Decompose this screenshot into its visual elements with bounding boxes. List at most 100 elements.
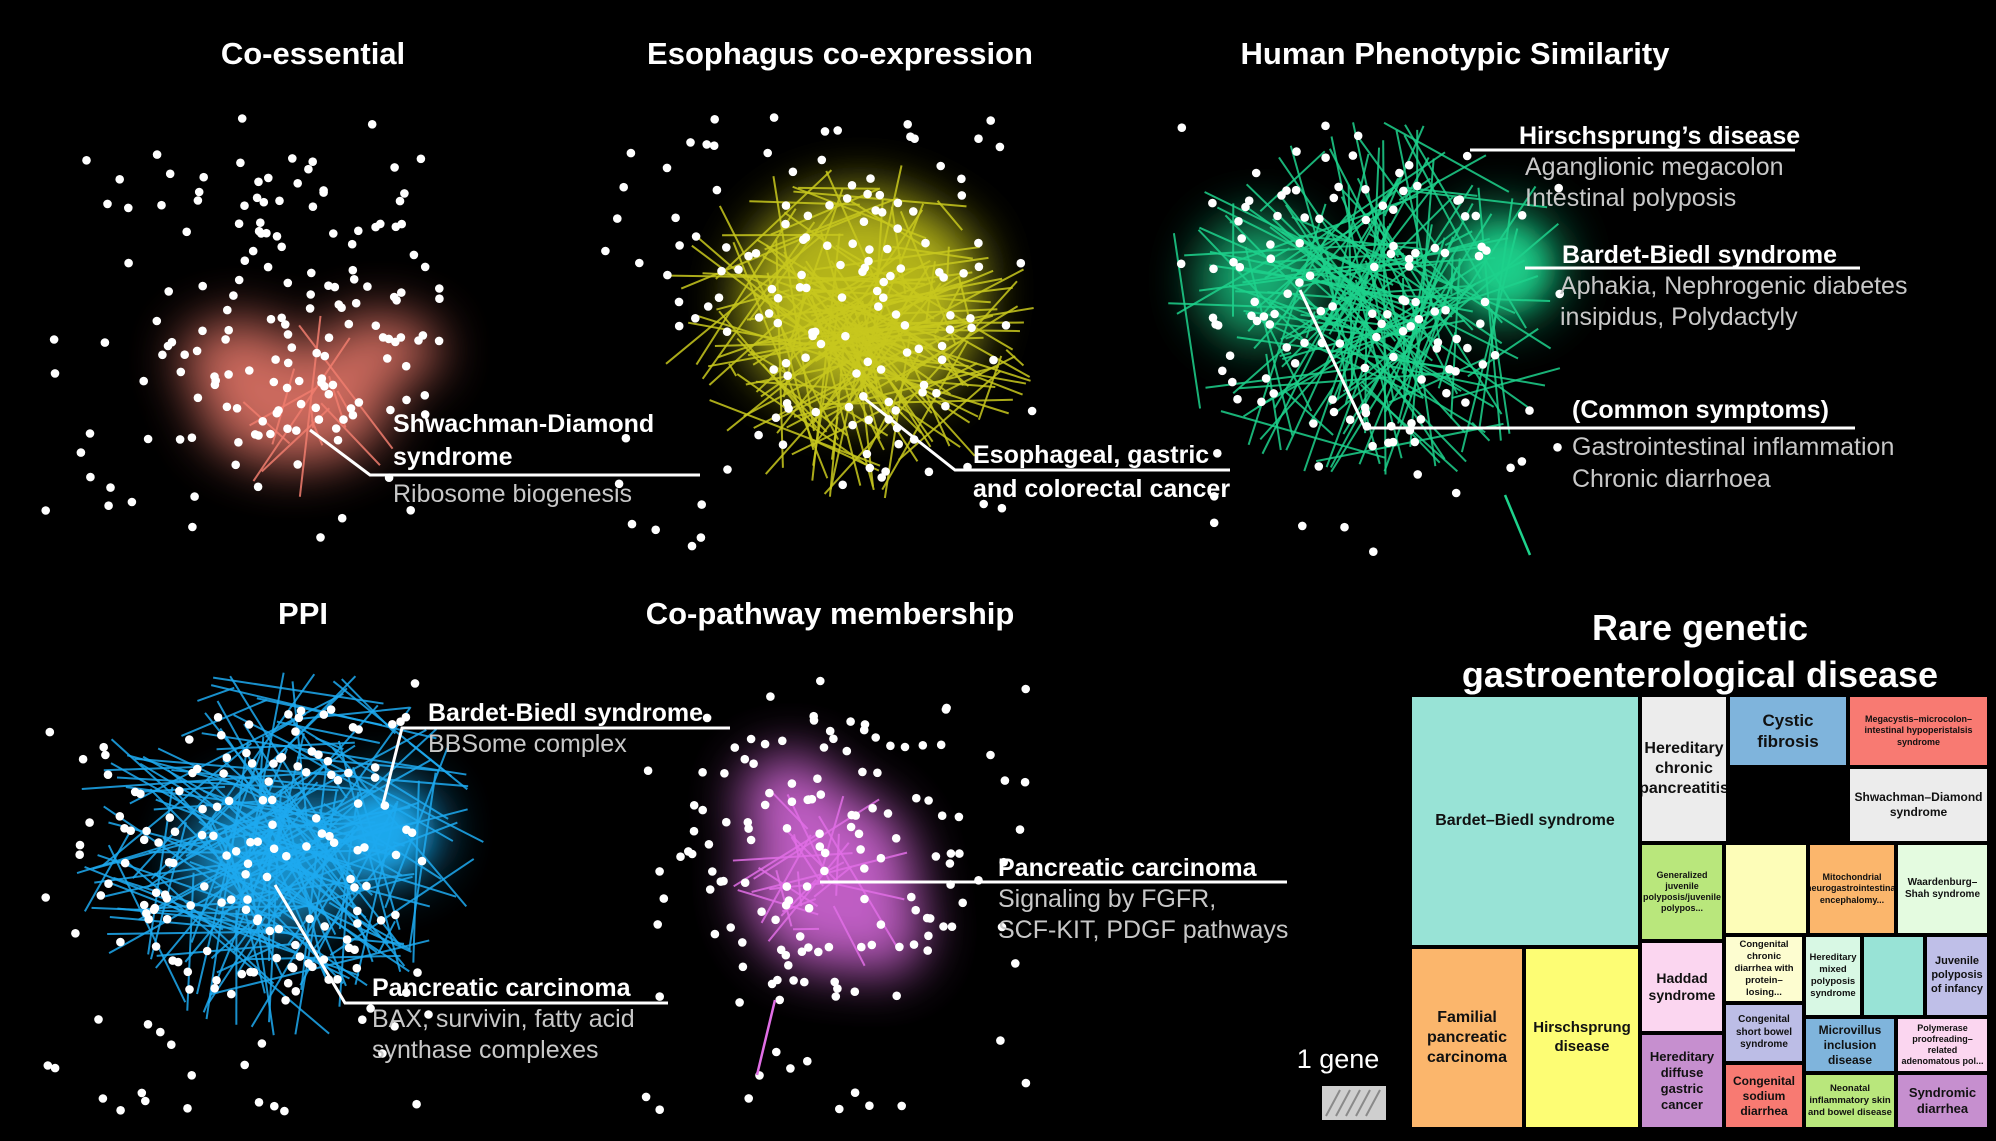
network-edge [298, 324, 394, 450]
gene-node [1430, 243, 1440, 253]
network-edge [244, 872, 415, 897]
network-edge [1450, 254, 1454, 294]
network-edge [1269, 226, 1367, 302]
gene-node [801, 353, 810, 363]
annotation-title: Esophageal, gastric [973, 441, 1209, 469]
gene-node [1261, 374, 1271, 383]
gene-node [333, 975, 342, 984]
gene-node [266, 314, 276, 324]
gene-node [1315, 214, 1324, 224]
gene-node [219, 769, 228, 778]
gene-node [1314, 462, 1324, 471]
gene-node [942, 703, 951, 713]
gene-node [1398, 326, 1408, 336]
gene-node [815, 829, 824, 838]
gene-node [1389, 352, 1398, 362]
network-edge [890, 206, 907, 295]
gene-node [1451, 488, 1461, 498]
gene-node [879, 293, 888, 303]
treemap-tile-label: Hereditary diffuse gastric cancer [1649, 1048, 1715, 1113]
panel-human-phenotypic-similarity: Human Phenotypic Similarity Hirschsprung… [1168, 36, 1907, 556]
gene-node [366, 1004, 375, 1013]
treemap-tile-label: Neonatal inflammatory skin and bowel dis… [1808, 1083, 1892, 1118]
gene-node [997, 922, 1007, 932]
network-edge [1245, 183, 1413, 346]
gene-node [1247, 311, 1256, 321]
gene-node [1334, 182, 1343, 192]
gene-node [871, 206, 880, 215]
network-edge [1308, 386, 1335, 425]
gene-node [864, 256, 873, 266]
gene-node [234, 438, 243, 447]
gene-node [1270, 309, 1279, 319]
gene-node [876, 853, 886, 863]
gene-node [778, 440, 788, 450]
gene-node [162, 894, 172, 903]
network-edge [781, 897, 817, 913]
gene-node [1433, 338, 1443, 347]
gene-node [802, 283, 811, 293]
gene-node [354, 725, 363, 734]
gene-node [846, 717, 855, 726]
gene-node [1295, 278, 1304, 287]
gene-node [416, 154, 426, 164]
gene-node [900, 321, 910, 330]
network-edge [1239, 371, 1454, 390]
network-edge [377, 920, 396, 954]
gene-node [185, 735, 194, 744]
gene-node [1266, 240, 1275, 249]
gene-node [339, 415, 348, 424]
gene-node [424, 1010, 433, 1019]
gene-node [1452, 334, 1461, 344]
gene-node [1329, 193, 1339, 203]
network-edge [239, 817, 355, 873]
gene-node [1234, 217, 1243, 226]
annotation-detail: Intestinal polyposis [1525, 184, 1736, 212]
gene-node [1265, 320, 1275, 329]
gene-node [662, 163, 672, 173]
network-edge [829, 165, 903, 490]
gene-node [314, 750, 323, 759]
panel-title: PPI [278, 596, 328, 631]
gene-node [867, 940, 877, 950]
gene-node [130, 787, 140, 797]
treemap-tile: Hereditary diffuse gastric cancer [1640, 1033, 1724, 1129]
gene-node [782, 882, 792, 891]
network-edge [299, 838, 406, 967]
gene-node [689, 826, 699, 836]
gene-node [803, 1056, 812, 1066]
gene-node [684, 847, 693, 856]
gene-node [252, 193, 262, 203]
gene-node [619, 182, 628, 192]
gene-node [45, 727, 55, 737]
gene-node [164, 858, 174, 867]
gene-node [262, 872, 272, 882]
gene-node [282, 851, 291, 861]
network-edge [208, 816, 264, 924]
network-edge [812, 328, 881, 424]
gene-node [296, 399, 306, 409]
gene-node [643, 766, 653, 775]
gene-node [283, 424, 292, 434]
gene-node [937, 811, 947, 820]
gene-node [333, 775, 343, 785]
network-edge [1245, 312, 1423, 399]
gene-node [782, 399, 792, 408]
gene-node [723, 465, 732, 474]
network-edge [737, 889, 819, 916]
gene-node [1282, 343, 1291, 352]
annotation-bardet-biedl-ppi: Bardet-Biedl syndrome BBSome complex [428, 699, 703, 758]
gene-node [865, 463, 875, 473]
gene-node [281, 996, 290, 1005]
gene-node [1225, 351, 1235, 361]
gene-node [696, 533, 706, 542]
gene-node [75, 850, 84, 859]
gene-node [50, 369, 60, 378]
gene-node [293, 762, 303, 771]
annotation-detail: SCF-KIT, PDGF pathways [998, 916, 1288, 944]
gene-node [258, 417, 268, 426]
gene-node [371, 321, 381, 331]
gene-node [226, 895, 236, 904]
gene-node [800, 977, 809, 987]
annotation-shwachman-diamond: Shwachman-Diamond syndrome Ribosome biog… [393, 410, 654, 508]
